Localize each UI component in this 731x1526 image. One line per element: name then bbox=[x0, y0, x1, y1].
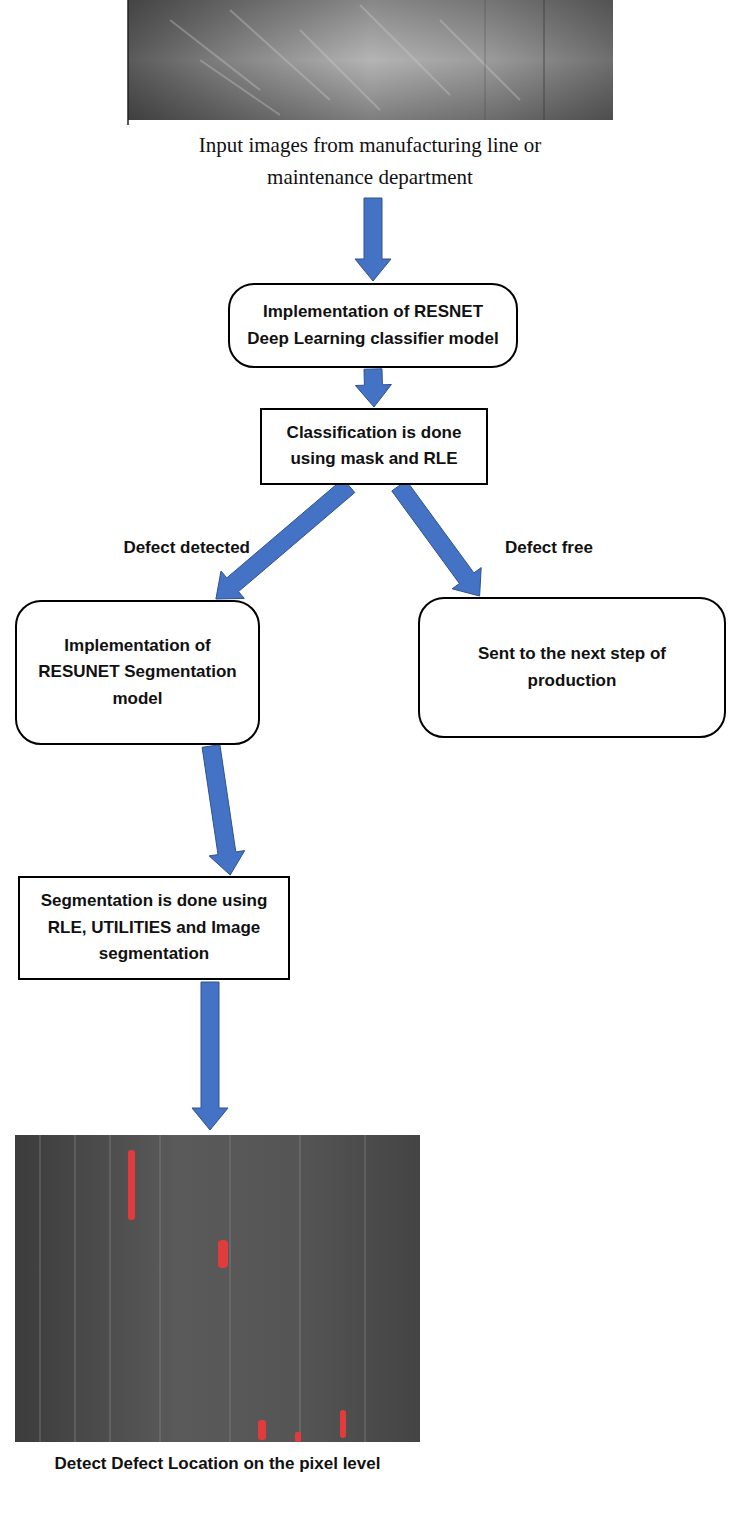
edge-label: Defect free bbox=[505, 534, 655, 561]
edge-label: Defect detected bbox=[60, 534, 250, 561]
input-image bbox=[128, 0, 613, 125]
box-text: Sent to the next step of production bbox=[434, 641, 710, 694]
flow-arrow bbox=[202, 745, 245, 875]
output-arrow bbox=[192, 982, 228, 1130]
flow-arrow bbox=[392, 480, 481, 596]
box-text: Segmentation is done using RLE, UTILITIE… bbox=[34, 888, 274, 967]
process-box: Segmentation is done using RLE, UTILITIE… bbox=[18, 876, 290, 980]
output-image bbox=[15, 1135, 420, 1442]
flow-arrow bbox=[355, 369, 391, 407]
process-box: Implementation of RESNET Deep Learning c… bbox=[228, 283, 518, 368]
box-text: Implementation of RESUNET Segmentation m… bbox=[31, 633, 244, 712]
process-box: Sent to the next step of production bbox=[418, 597, 726, 738]
box-text: Implementation of RESNET Deep Learning c… bbox=[244, 299, 502, 352]
process-box: Classification is done using mask and RL… bbox=[260, 408, 488, 485]
caption-text: Input images from manufacturing line or … bbox=[150, 130, 590, 193]
box-text: Classification is done using mask and RL… bbox=[276, 420, 472, 473]
input-arrow bbox=[355, 198, 391, 281]
process-box: Implementation of RESUNET Segmentation m… bbox=[15, 600, 260, 745]
caption-text: Detect Defect Location on the pixel leve… bbox=[15, 1450, 420, 1477]
